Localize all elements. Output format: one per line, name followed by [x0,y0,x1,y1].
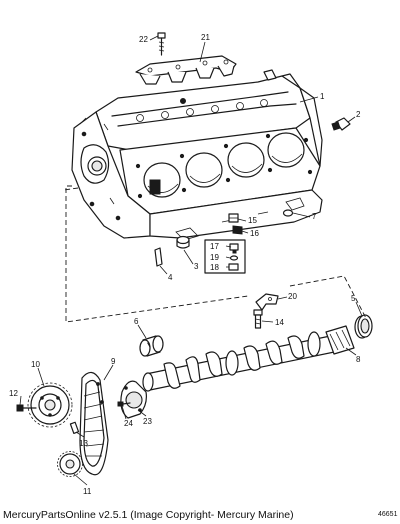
callout-6: 6 [134,317,139,326]
part-4-pin[interactable] [154,247,163,267]
part-2-plug[interactable] [331,117,351,131]
part-11-crank-sprocket[interactable] [57,451,83,477]
callout-19: 19 [210,253,219,262]
callout-22: 22 [139,35,148,44]
part-3-sleeve[interactable] [176,235,190,249]
part-24-bolt[interactable] [117,401,131,407]
part-13-key[interactable] [69,421,80,434]
callout-4: 4 [168,273,173,282]
part-10-cam-sprocket[interactable] [27,382,73,428]
leader-lines [19,35,363,486]
callout-20: 20 [288,292,297,301]
part-8-camshaft[interactable] [142,325,355,392]
part-15-fitting[interactable] [228,213,239,223]
callout-8: 8 [356,355,361,364]
callout-13: 13 [79,439,88,448]
part-16-plug[interactable] [232,225,243,235]
callout-23: 23 [143,417,152,426]
callout-21: 21 [201,33,210,42]
footer-caption: MercuryPartsOnline v2.5.1 (Image Copyrig… [3,509,294,521]
callout-16: 16 [250,229,259,238]
callout-9: 9 [111,357,116,366]
part-5-bearing[interactable] [354,314,373,339]
callout-12: 12 [9,389,18,398]
part-7-o-ring[interactable] [282,209,294,217]
part-22-bolt[interactable] [157,32,166,56]
callout-5: 5 [351,294,356,303]
callout-10: 10 [31,360,40,369]
callout-2: 2 [356,110,361,119]
callout-1: 1 [320,92,325,101]
part-6-bearing[interactable] [139,335,164,357]
callout-labels: 22 21 1 2 7 15 16 17 19 18 3 4 20 14 5 6… [9,33,361,496]
callout-18: 18 [210,263,219,272]
assembly-centerlines [63,185,369,348]
part-20-bracket[interactable] [255,293,279,311]
part-9-timing-chain[interactable] [79,371,109,476]
part-14-bolt[interactable] [253,309,263,329]
callout-15: 15 [248,216,257,225]
callout-7: 7 [312,212,317,221]
callout-17: 17 [210,242,219,251]
callout-3: 3 [194,262,199,271]
callout-24: 24 [124,419,133,428]
parts-17-18-19-kit[interactable] [204,239,246,274]
callout-11: 11 [83,487,92,496]
drawing-number: 46651 [378,511,398,518]
part-23-thrust-plate[interactable] [120,380,147,419]
part-21-retainer-bar[interactable] [135,55,237,85]
callout-14: 14 [275,318,284,327]
